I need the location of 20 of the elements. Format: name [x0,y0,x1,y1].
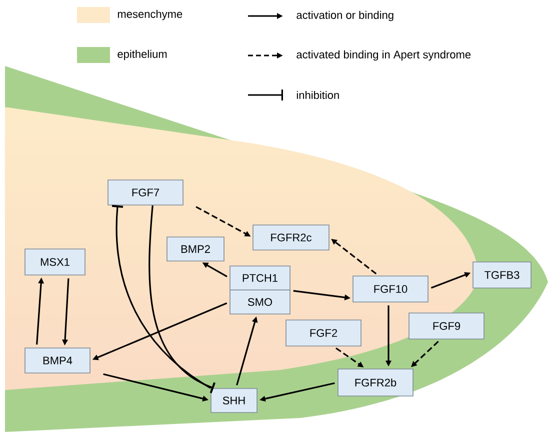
inhibition-line [148,205,216,394]
gene-box: TGFB3 [472,262,532,288]
gene-box: FGF2 [286,320,362,346]
gene-box: FGF7 [108,180,184,206]
gene-box: FGF10 [352,276,428,302]
legend-label: mesenchyme [118,10,182,20]
gene-box: SHH [210,388,258,413]
legend-label: activated binding in Apert syndrome [296,50,471,61]
gene-box: BMP2 [166,236,224,262]
gene-box: FGFR2c [252,224,330,250]
legend-label: inhibition [296,90,339,100]
gene-box: MSX1 [24,248,86,276]
gene-box: PTCH1 [230,266,290,290]
inhibition-line [112,204,212,389]
gene-box: BMP4 [24,348,90,374]
legend-label: epithelium [118,50,167,60]
legend-label: activation or binding [296,10,394,22]
gene-box: FGF9 [408,312,484,340]
gene-box: FGFR2b [338,368,414,396]
gene-box: SMO [230,290,290,314]
